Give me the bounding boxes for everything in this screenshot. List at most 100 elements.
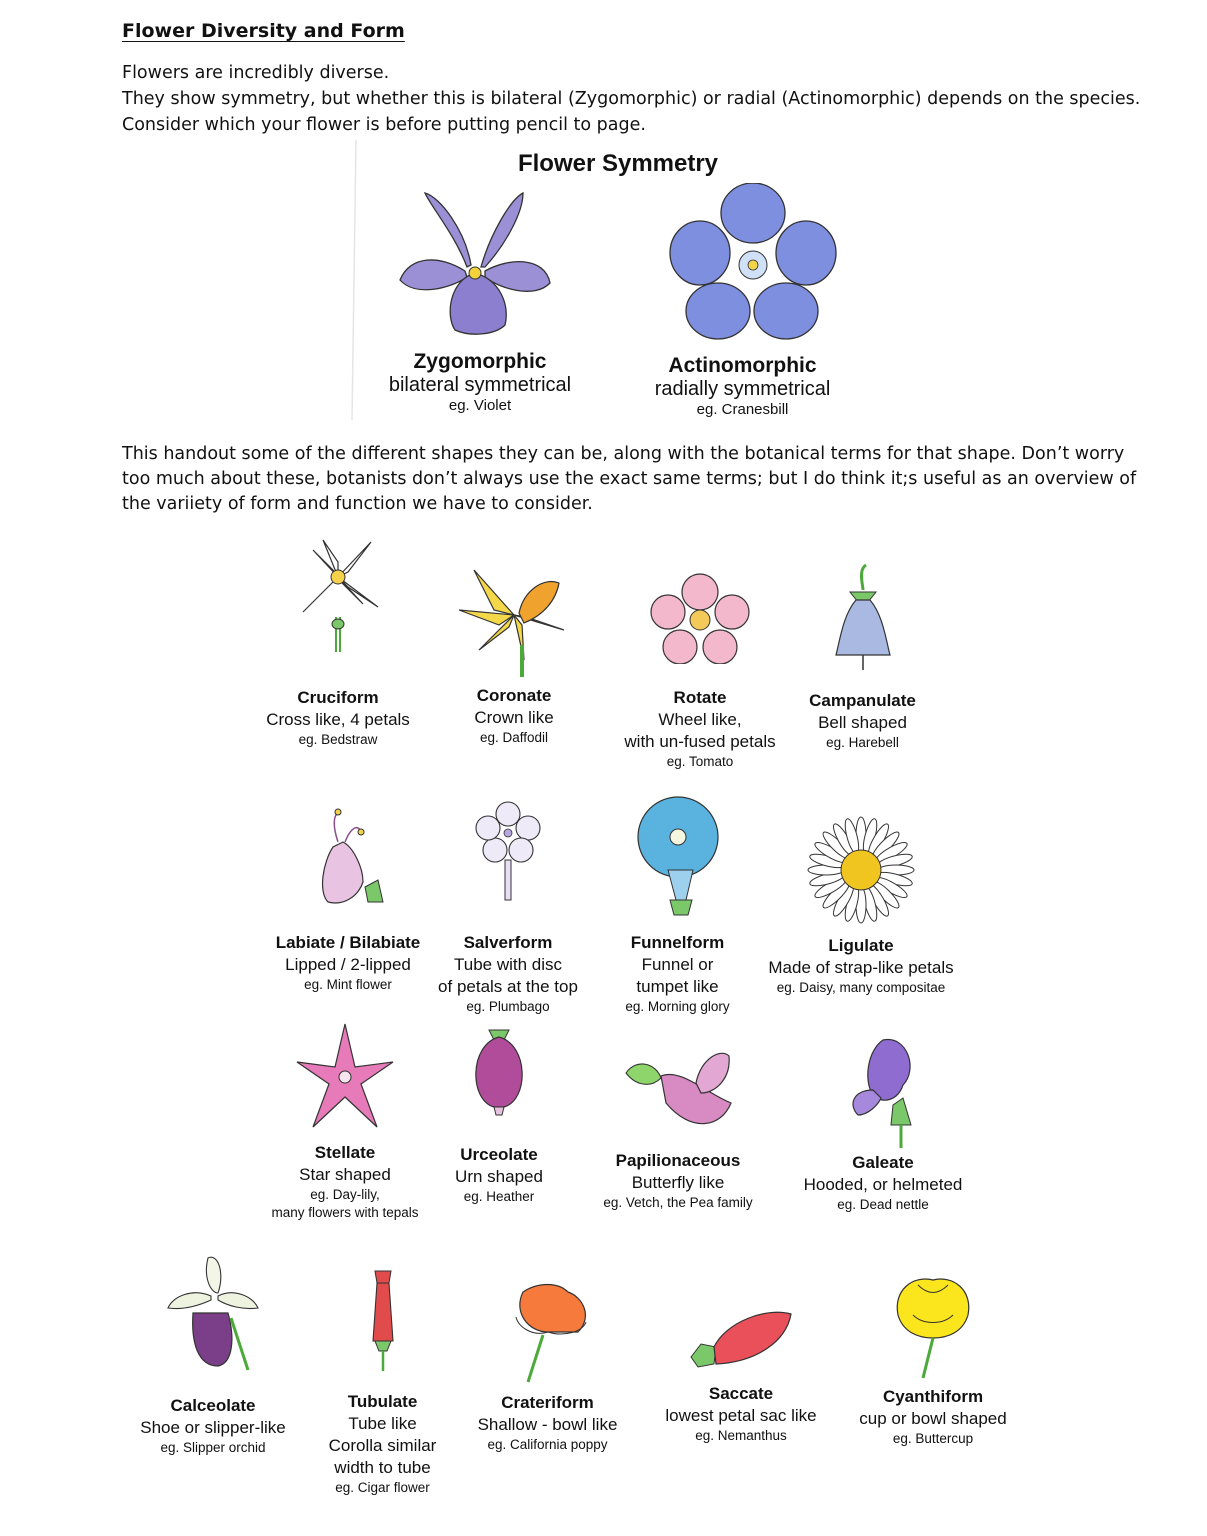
cyanthiform-flower-illustration (896, 1278, 970, 1379)
rotate-example: eg. Tomato (666, 754, 734, 769)
tubulate-desc-3: width to tube (334, 1458, 431, 1477)
zygomorphic-name: Zygomorphic (413, 350, 547, 373)
salverform-flower-illustration (475, 801, 541, 901)
shape-card-funnelform: Funnelform Funnel or tumpet like eg. Mor… (595, 795, 760, 1016)
funnelform-flower-illustration (636, 796, 719, 916)
rotate-flower-illustration (650, 573, 750, 664)
ligulate-name: Ligulate (828, 936, 894, 955)
cyanthiform-example: eg. Buttercup (892, 1431, 974, 1446)
cruciform-flower-illustration (302, 539, 379, 652)
intro-text: Flowers are incredibly diverse. They sho… (122, 60, 1162, 138)
actinomorphic-example: eg. Cranesbill (696, 401, 789, 418)
zygomorphic-example: eg. Violet (448, 397, 512, 414)
urceolate-desc: Urn shaped (455, 1167, 543, 1186)
shape-card-galeate: Galeate Hooded, or helmeted eg. Dead net… (785, 1030, 981, 1214)
crateriform-example: eg. California poppy (487, 1437, 608, 1452)
actinomorphic-name: Actinomorphic (668, 354, 817, 377)
shape-card-saccate: Saccate lowest petal sac like eg. Nemant… (652, 1302, 830, 1445)
tubulate-flower-illustration (371, 1270, 394, 1371)
paragraph-line: This handout some of the different shape… (122, 444, 1125, 464)
cruciform-name: Cruciform (297, 688, 379, 707)
saccate-desc: lowest petal sac like (665, 1406, 817, 1425)
labiate-desc: Lipped / 2-lipped (285, 955, 411, 974)
shape-card-coronate: Coronate Crown like eg. Daffodil (444, 565, 584, 747)
shape-card-crateriform: Crateriform Shallow - bowl like eg. Cali… (465, 1277, 630, 1454)
crateriform-flower-illustration (515, 1283, 586, 1383)
tubulate-desc-2: Corolla similar (328, 1436, 437, 1455)
galeate-desc: Hooded, or helmeted (803, 1175, 963, 1194)
tubulate-desc-1: Tube like (348, 1414, 417, 1433)
zygomorphic-caption: Zygomorphic bilateral symmetrical eg. Vi… (365, 350, 595, 414)
cruciform-desc: Cross like, 4 petals (266, 710, 410, 729)
stellate-desc: Star shaped (299, 1165, 391, 1184)
urceolate-name: Urceolate (460, 1145, 538, 1164)
violet-flower-illustration (399, 191, 551, 335)
shape-card-cyanthiform: Cyanthiform cup or bowl shaped eg. Butte… (843, 1270, 1023, 1448)
calceolate-desc: Shoe or slipper-like (140, 1418, 286, 1437)
galeate-flower-illustration (852, 1039, 912, 1148)
coronate-flower-illustration (458, 569, 565, 677)
campanulate-name: Campanulate (809, 691, 916, 710)
labiate-flower-illustration (321, 808, 384, 904)
shape-card-stellate: Stellate Star shaped eg. Day-lily, many … (255, 1022, 435, 1222)
labiate-example: eg. Mint flower (304, 977, 392, 992)
campanulate-desc: Bell shaped (818, 713, 907, 732)
shape-card-cruciform: Cruciform Cross like, 4 petals eg. Bedst… (238, 532, 438, 749)
shape-card-labiate: Labiate / Bilabiate Lipped / 2-lipped eg… (258, 802, 438, 994)
shape-card-tubulate: Tubulate Tube like Corolla similar width… (310, 1263, 455, 1497)
saccate-flower-illustration (690, 1311, 792, 1368)
page-title: Flower Diversity and Form (122, 20, 405, 42)
overview-paragraph: This handout some of the different shape… (122, 442, 1137, 517)
ligulate-example: eg. Daisy, many compositae (776, 980, 946, 995)
salverform-name: Salverform (463, 933, 553, 952)
shape-card-urceolate: Urceolate Urn shaped eg. Heather (440, 1025, 558, 1206)
papilionaceous-example: eg. Vetch, the Pea family (603, 1195, 753, 1210)
intro-line: They show symmetry, but whether this is … (122, 89, 1141, 109)
shape-card-salverform: Salverform Tube with disc of petals at t… (427, 800, 589, 1016)
stellate-example-1: eg. Day-lily, (310, 1187, 380, 1202)
shape-card-papilionaceous: Papilionaceous Butterfly like eg. Vetch,… (588, 1048, 768, 1212)
daisy-petals (807, 816, 915, 924)
stellate-name: Stellate (314, 1143, 376, 1162)
urceolate-flower-illustration (475, 1029, 523, 1116)
urceolate-example: eg. Heather (463, 1189, 535, 1204)
stellate-example-2: many flowers with tepals (271, 1205, 419, 1220)
saccate-example: eg. Nemanthus (695, 1428, 787, 1443)
galeate-name: Galeate (852, 1153, 914, 1172)
ligulate-desc: Made of strap-like petals (768, 958, 954, 977)
funnelform-desc-2: tumpet like (636, 977, 719, 996)
actinomorphic-caption: Actinomorphic radially symmetrical eg. C… (630, 354, 855, 418)
crateriform-name: Crateriform (501, 1393, 594, 1412)
symmetry-panel-border (351, 140, 357, 421)
calceolate-name: Calceolate (170, 1396, 256, 1415)
intro-line: Flowers are incredibly diverse. (122, 63, 390, 83)
galeate-example: eg. Dead nettle (837, 1197, 929, 1212)
actinomorphic-desc: radially symmetrical (654, 378, 831, 400)
coronate-name: Coronate (476, 686, 552, 705)
salverform-desc-1: Tube with disc (453, 955, 563, 974)
tubulate-name: Tubulate (347, 1392, 418, 1411)
papilionaceous-name: Papilionaceous (615, 1151, 741, 1170)
papilionaceous-desc: Butterfly like (631, 1173, 725, 1192)
salverform-example: eg. Plumbago (466, 999, 550, 1014)
paragraph-line: the variiety of form and function we hav… (122, 494, 593, 514)
funnelform-name: Funnelform (630, 933, 725, 952)
funnelform-desc-1: Funnel or (641, 955, 714, 974)
cyanthiform-desc: cup or bowl shaped (859, 1409, 1007, 1428)
rotate-desc-1: Wheel like, (658, 710, 742, 729)
saccate-name: Saccate (708, 1384, 774, 1403)
labiate-name: Labiate / Bilabiate (275, 933, 421, 952)
papilionaceous-flower-illustration (624, 1052, 732, 1125)
cranesbill-flower-illustration (669, 183, 837, 340)
paragraph-line: too much about these, botanists don’t al… (122, 469, 1137, 489)
stellate-flower-illustration (296, 1023, 394, 1128)
rotate-name: Rotate (673, 688, 727, 707)
funnelform-example: eg. Morning glory (625, 999, 730, 1014)
calceolate-example: eg. Slipper orchid (160, 1440, 266, 1455)
cruciform-example: eg. Bedstraw (298, 732, 378, 747)
campanulate-flower-illustration (834, 563, 891, 670)
crateriform-desc: Shallow - bowl like (477, 1415, 618, 1434)
cyanthiform-name: Cyanthiform (882, 1387, 984, 1406)
shape-card-ligulate: Ligulate Made of strap-like petals eg. D… (755, 815, 967, 997)
shape-card-campanulate: Campanulate Bell shaped eg. Harebell (795, 560, 930, 752)
